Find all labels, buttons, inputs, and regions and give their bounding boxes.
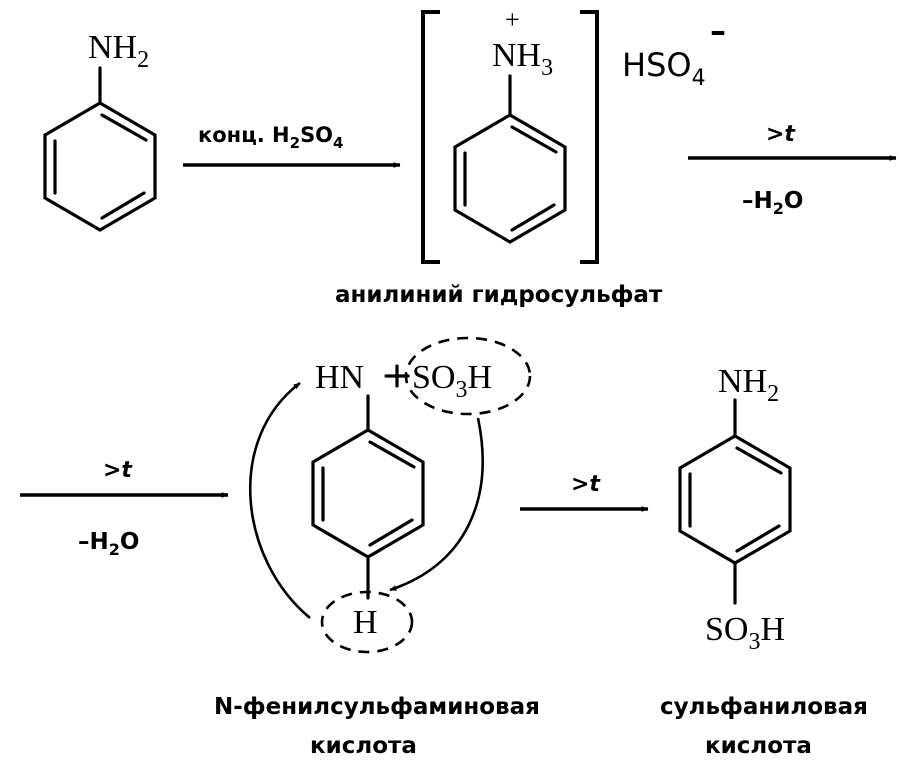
step2-heat: >t bbox=[766, 122, 796, 147]
hydrogen-highlight-circle bbox=[320, 590, 414, 654]
sulfanilic-so3h-group: SO3H bbox=[705, 611, 785, 655]
so3h-highlight-circle bbox=[404, 336, 532, 416]
phenylsulfamic-ring bbox=[311, 428, 425, 559]
anilinium-label: анилиний гидросульфат bbox=[335, 282, 663, 308]
so3h-group: SO3H bbox=[412, 359, 492, 403]
step1-reagent: конц. H2SO4 bbox=[198, 123, 343, 152]
step4-arrow: >t bbox=[520, 472, 649, 512]
left-bracket bbox=[421, 10, 440, 264]
anilinium-salt: + NH3 HSO4 – анилиний гидросульфат bbox=[335, 5, 726, 308]
aniline-ring bbox=[43, 101, 157, 232]
step4-heat: >t bbox=[571, 472, 601, 497]
sulfanilic-ring bbox=[678, 434, 792, 565]
step2-water-loss: –H2O bbox=[742, 188, 803, 218]
sulfanilic-acid: NH2 SO3H сульфаниловая кислота bbox=[660, 363, 868, 759]
aniline-molecule: NH2 bbox=[43, 29, 157, 232]
step2-arrow: >t –H2O bbox=[688, 122, 897, 218]
phenylsulfamic-label-line1: N-фенилсульфаминовая bbox=[214, 694, 540, 720]
right-bracket bbox=[580, 10, 599, 264]
phenylsulfamic-label-line2: кислота bbox=[310, 733, 417, 759]
phenylsulfamic-acid: HN SO3H H N-фенилсульфаминовая кислота bbox=[214, 336, 540, 759]
sulfanilic-amino-group: NH2 bbox=[718, 363, 779, 407]
sulfanilic-label-line2: кислота bbox=[705, 733, 812, 759]
hn-group: HN bbox=[315, 359, 364, 396]
step3-heat: >t bbox=[103, 458, 133, 483]
migration-arrow-so3h bbox=[389, 417, 484, 592]
para-hydrogen: H bbox=[353, 604, 378, 641]
hydrosulfate-ion: HSO4 bbox=[622, 46, 706, 91]
anilinium-ring bbox=[453, 113, 567, 244]
step3-arrow: >t –H2O bbox=[20, 458, 229, 559]
step3-water-loss: –H2O bbox=[78, 529, 139, 559]
aniline-amino-group: NH2 bbox=[88, 29, 149, 73]
ammonium-charge: + bbox=[505, 5, 520, 34]
ammonium-group: NH3 bbox=[492, 37, 553, 81]
hydrosulfate-charge: – bbox=[710, 12, 726, 50]
sulfanilic-label-line1: сульфаниловая bbox=[660, 694, 868, 720]
migration-arrow-h bbox=[248, 381, 311, 620]
step1-arrow: конц. H2SO4 bbox=[183, 123, 401, 168]
